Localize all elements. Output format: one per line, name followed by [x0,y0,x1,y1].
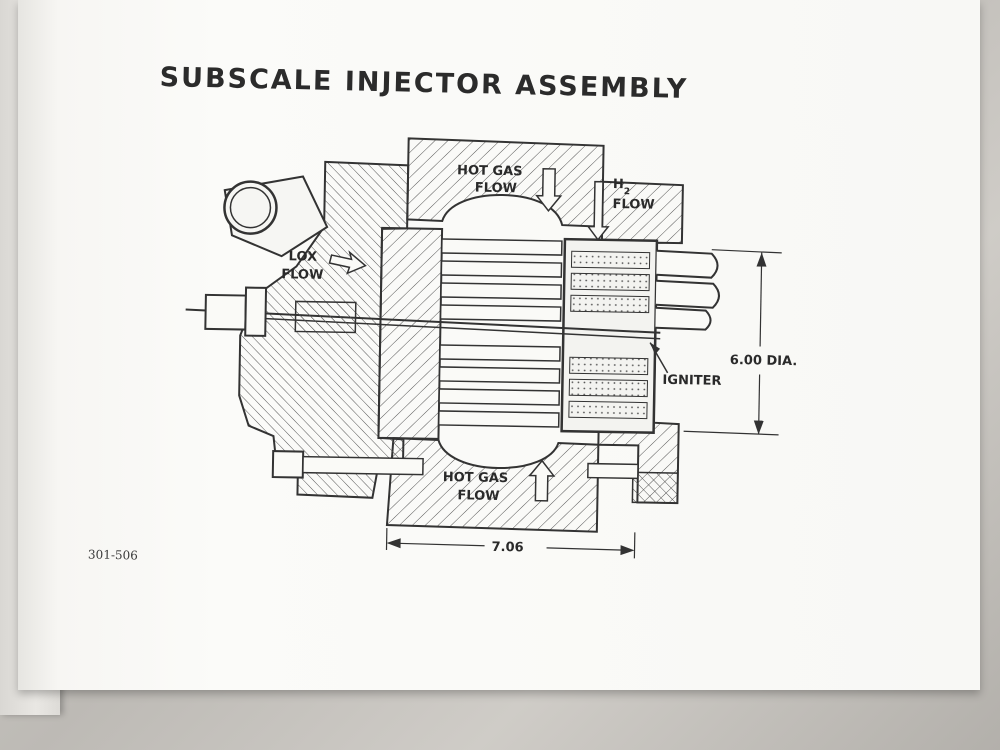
width-label: 7.06 [491,540,523,556]
bottom-manifold-block [385,437,600,533]
igniter-label: IGNITER [662,373,721,389]
h2-label-letter: H [613,177,624,192]
igniter-rod [185,286,661,340]
hot-gas-top-arrow [535,167,563,213]
lox-label-line1: LOX [288,249,317,264]
lox-flow-arrow [328,250,367,275]
h2-flow-arrow [586,180,610,241]
book-page [18,0,980,690]
hot-gas-top-label-line1: HOT GAS [457,163,523,179]
h2-flow-label: FLOW [612,197,654,213]
hot-gas-bottom-label-line2: FLOW [457,488,499,504]
hot-gas-top-label-line2: FLOW [475,181,517,197]
h2-label-subscript: 2 [624,187,630,197]
outlet-pipes [655,249,720,331]
lox-inlet-fitting [223,175,329,258]
diameter-label: 6.00 DIA. [730,353,798,369]
width-dimension [385,528,636,559]
injector-element-tubes [437,238,563,428]
hot-gas-bottom-label-line1: HOT GAS [443,470,509,486]
diameter-dimension [683,249,782,436]
igniter-leader-arrowhead [650,342,661,355]
hot-gas-bottom-arrow [528,459,556,502]
bottom-bolt [271,450,639,480]
lox-label-line2: FLOW [281,267,323,283]
